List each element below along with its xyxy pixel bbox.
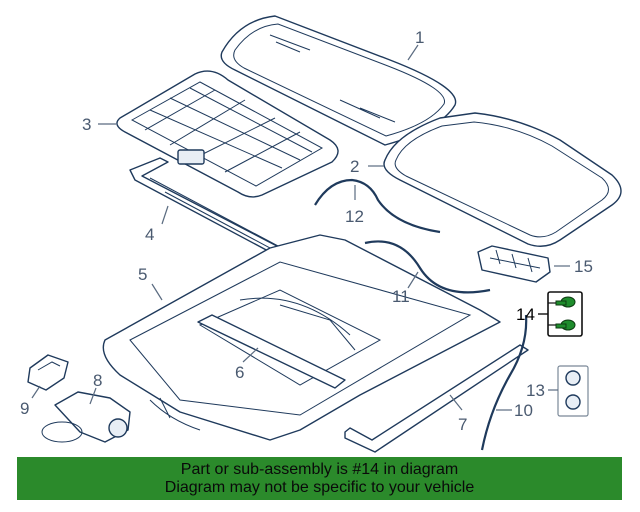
- callout-2: 2: [350, 157, 384, 176]
- part-5-sunroof-frame[interactable]: [102, 234, 501, 441]
- callout-6-label: 6: [235, 363, 244, 382]
- part-11-cable[interactable]: [364, 240, 491, 294]
- part-9-control-module[interactable]: [27, 354, 69, 391]
- callout-5: 5: [138, 265, 163, 301]
- callout-11: 11: [392, 271, 419, 306]
- callout-3: 3: [82, 115, 116, 134]
- callout-8: 8: [89, 371, 102, 405]
- banner-line-1: Part or sub-assembly is #14 in diagram: [180, 461, 459, 478]
- callout-8-label: 8: [93, 371, 102, 390]
- part-14-bolts[interactable]: [547, 291, 583, 337]
- sunroof-parts-diagram: 1 2 3 4 5: [20, 15, 622, 453]
- part-12-seal-strip[interactable]: [314, 178, 441, 234]
- callout-1: 1: [407, 28, 424, 61]
- callout-7: 7: [449, 394, 467, 434]
- callout-14-label: 14: [516, 305, 535, 324]
- callout-9-label: 9: [20, 399, 29, 418]
- part-15-bracket[interactable]: [477, 245, 551, 283]
- info-banner: Part or sub-assembly is #14 in diagram D…: [17, 457, 622, 500]
- callout-1-label: 1: [415, 28, 424, 47]
- callout-5-label: 5: [138, 265, 147, 284]
- callout-15-label: 15: [574, 257, 593, 276]
- callout-12: 12: [345, 185, 364, 226]
- part-7-trim-strip[interactable]: [344, 344, 529, 453]
- callout-10-label: 10: [514, 401, 533, 420]
- part-10-drain-hose[interactable]: [480, 314, 528, 451]
- callout-15: 15: [554, 257, 593, 276]
- part-6-deflector[interactable]: [197, 314, 346, 389]
- callout-4: 4: [145, 205, 169, 244]
- callout-7-label: 7: [458, 415, 467, 434]
- callout-13: 13: [526, 381, 558, 400]
- callout-2-label: 2: [350, 157, 359, 176]
- bolt-icon: [555, 319, 576, 331]
- callout-10: 10: [496, 401, 533, 420]
- callout-12-label: 12: [345, 207, 364, 226]
- callout-11-label: 11: [392, 287, 410, 306]
- part-2-seal-frame[interactable]: [383, 112, 622, 247]
- callout-13-label: 13: [526, 381, 545, 400]
- part-8-motor[interactable]: [41, 391, 131, 443]
- callout-14: 14: [516, 302, 556, 326]
- callout-6: 6: [235, 347, 259, 382]
- banner-line-2: Diagram may not be specific to your vehi…: [164, 479, 475, 496]
- callout-3-label: 3: [82, 115, 91, 134]
- callout-4-label: 4: [145, 225, 154, 244]
- callout-9: 9: [20, 385, 41, 418]
- part-13-clips[interactable]: [557, 365, 589, 417]
- part-1-glass-panel[interactable]: [220, 15, 457, 146]
- part-3-sunshade[interactable]: [116, 70, 339, 198]
